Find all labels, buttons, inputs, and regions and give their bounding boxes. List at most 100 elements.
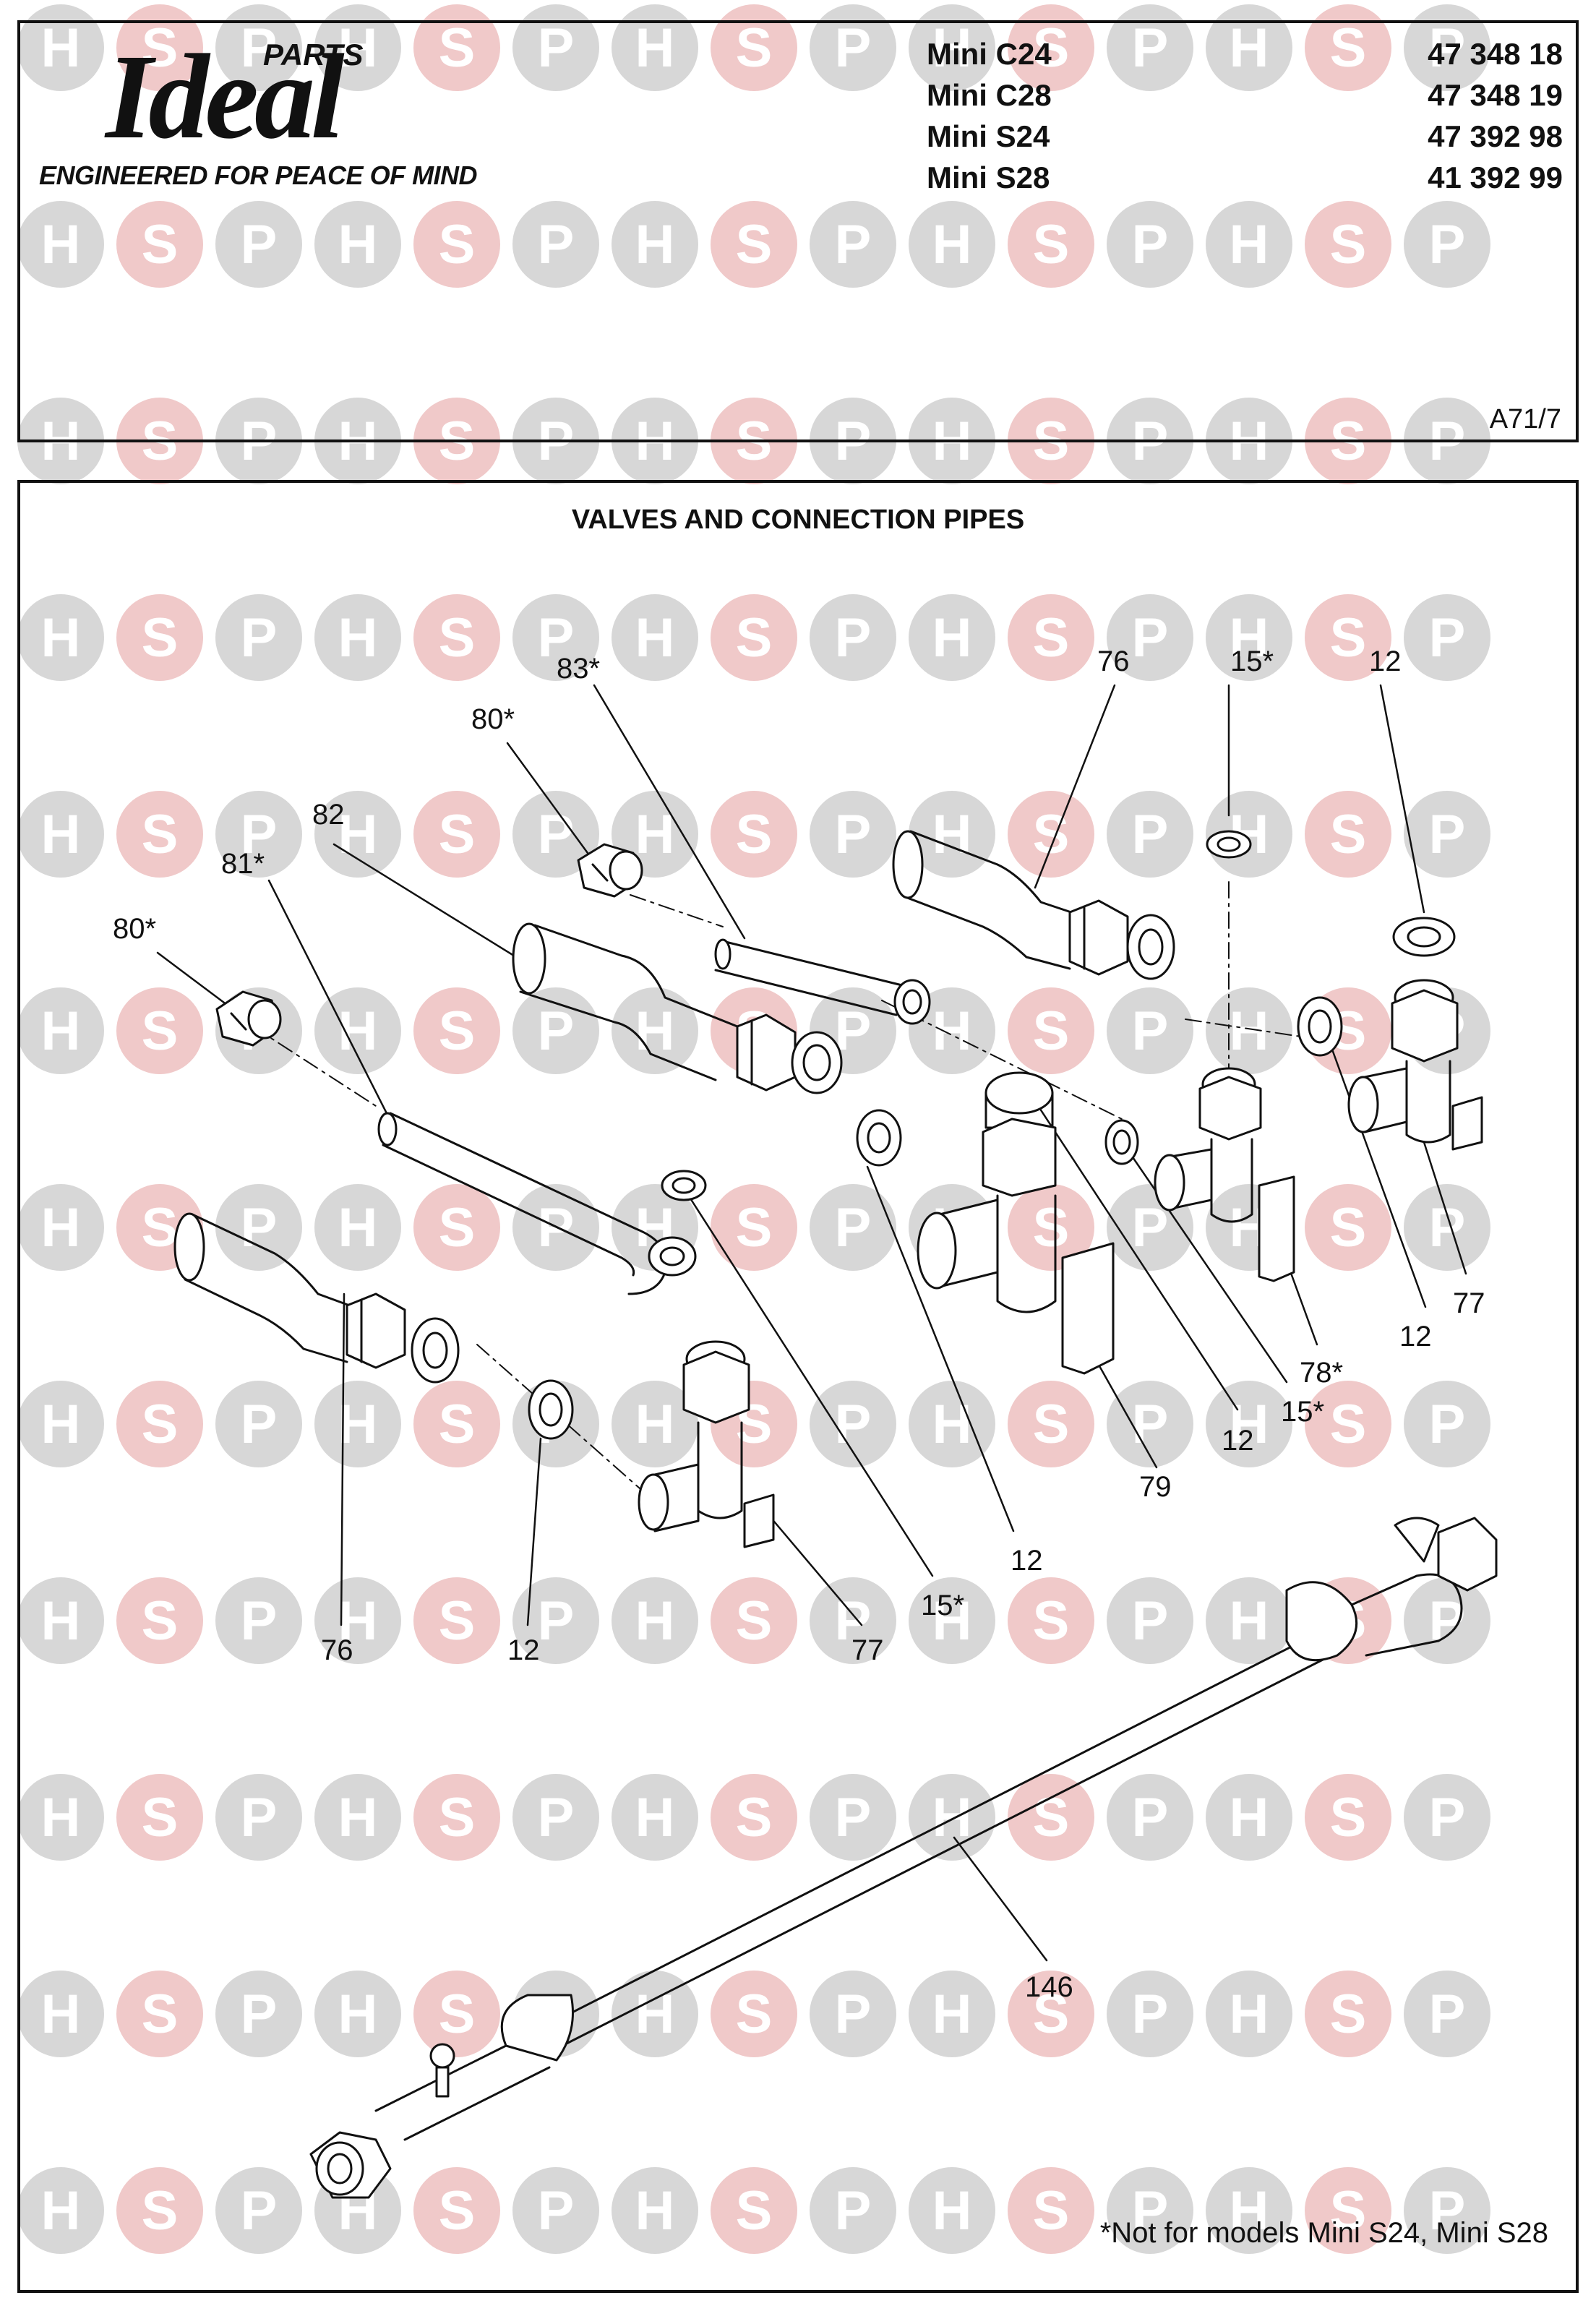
svg-text:S: S: [1330, 1394, 1367, 1455]
watermark-badge: S: [711, 2167, 797, 2254]
watermark-badge: P: [1404, 1184, 1490, 1271]
watermark-badge: H: [314, 1577, 401, 1664]
svg-text:S: S: [1033, 214, 1070, 275]
watermark-badge: P: [215, 2167, 302, 2254]
svg-text:H: H: [932, 1787, 972, 1848]
svg-text:H: H: [338, 1984, 378, 2045]
watermark-badge: S: [1305, 1184, 1391, 1271]
brand-tagline: ENGINEERED FOR PEACE OF MIND: [39, 160, 478, 190]
watermark-badge: P: [215, 791, 302, 878]
svg-text:P: P: [835, 1197, 872, 1259]
svg-text:H: H: [1230, 2180, 1269, 2242]
watermark-badge: S: [116, 1577, 203, 1664]
watermark-badge: S: [413, 594, 500, 681]
svg-text:H: H: [932, 607, 972, 669]
watermark-badge: P: [215, 1774, 302, 1861]
svg-text:H: H: [338, 214, 378, 275]
watermark-badge: H: [17, 1577, 104, 1664]
watermark-badge: S: [711, 594, 797, 681]
svg-text:P: P: [1132, 1000, 1169, 1062]
svg-text:P: P: [1132, 1394, 1169, 1455]
svg-text:H: H: [338, 17, 378, 79]
svg-text:H: H: [41, 214, 81, 275]
watermark-badge: H: [17, 1184, 104, 1271]
page-reference: A71/7: [1489, 404, 1561, 434]
header-panel: PARTS Ideal ENGINEERED FOR PEACE OF MIND…: [17, 20, 1579, 442]
watermark-badge: P: [512, 4, 599, 91]
watermark-badge: S: [1008, 1381, 1094, 1467]
watermark-badge: S: [1008, 1184, 1094, 1271]
washer-15-top: [1206, 830, 1252, 859]
svg-text:P: P: [241, 214, 278, 275]
svg-text:P: P: [241, 804, 278, 865]
watermark-badge: S: [711, 201, 797, 288]
watermark-badge: S: [711, 1577, 797, 1664]
watermark-badge: S: [711, 1774, 797, 1861]
model-code: 47 348 18: [1428, 37, 1563, 71]
hex-nut-80-upper: [577, 843, 643, 898]
watermark-badge: P: [1107, 1577, 1193, 1664]
svg-text:P: P: [1132, 1984, 1169, 2045]
callout-77-right: 77: [1453, 1287, 1485, 1319]
callout-12-mid: 12: [1222, 1425, 1254, 1457]
watermark-badge: H: [1206, 201, 1292, 288]
svg-text:S: S: [736, 214, 773, 275]
callout-15-lower: 15*: [921, 1590, 964, 1621]
svg-text:P: P: [538, 1000, 575, 1062]
svg-text:P: P: [538, 214, 575, 275]
watermark-badge: S: [1305, 1774, 1391, 1861]
watermark-badge: H: [909, 1971, 995, 2057]
watermark-badge: S: [116, 4, 203, 91]
svg-text:P: P: [1429, 1787, 1466, 1848]
watermark-badge: P: [810, 1971, 896, 2057]
svg-text:P: P: [241, 17, 278, 79]
svg-text:H: H: [635, 1590, 675, 1652]
watermark-badge: P: [810, 791, 896, 878]
watermark-badge: S: [1305, 791, 1391, 878]
watermark-badge: S: [413, 2167, 500, 2254]
watermark-badge: P: [512, 201, 599, 288]
hose-146: [309, 1517, 1498, 2199]
watermark-badge: H: [1206, 987, 1292, 1074]
svg-text:P: P: [1429, 607, 1466, 669]
watermark-badge: P: [1107, 987, 1193, 1074]
svg-text:S: S: [439, 1787, 476, 1848]
svg-text:H: H: [932, 17, 972, 79]
watermark-badge: P: [810, 2167, 896, 2254]
watermark-badge: S: [413, 1577, 500, 1664]
callout-80-lower: 80*: [113, 913, 156, 945]
svg-text:P: P: [241, 1787, 278, 1848]
svg-text:S: S: [1033, 1197, 1070, 1259]
svg-text:H: H: [635, 17, 675, 79]
svg-text:H: H: [338, 607, 378, 669]
svg-text:H: H: [635, 1000, 675, 1062]
watermark-badge: S: [711, 791, 797, 878]
diagram-footnote: *Not for models Mini S24, Mini S28: [1099, 2217, 1548, 2249]
svg-text:S: S: [439, 804, 476, 865]
watermark-badge: S: [116, 1971, 203, 2057]
watermark-badge: H: [612, 1381, 698, 1467]
svg-text:S: S: [439, 1984, 476, 2045]
svg-text:P: P: [1132, 804, 1169, 865]
watermark-badge: S: [116, 2167, 203, 2254]
valve-78: [1154, 1067, 1295, 1282]
svg-text:P: P: [538, 17, 575, 79]
watermark-badge: H: [909, 1381, 995, 1467]
svg-text:P: P: [1429, 1197, 1466, 1259]
callout-15-mid: 15*: [1281, 1396, 1324, 1428]
watermark-badge: P: [1107, 201, 1193, 288]
svg-text:S: S: [736, 804, 773, 865]
svg-text:H: H: [41, 804, 81, 865]
watermark-badge: P: [1404, 1774, 1490, 1861]
watermark-badge: P: [512, 791, 599, 878]
logo-parts-label: PARTS: [263, 38, 364, 72]
watermark-badge: S: [1305, 594, 1391, 681]
svg-text:H: H: [1230, 1590, 1269, 1652]
watermark-badge: H: [17, 1971, 104, 2057]
svg-text:P: P: [835, 607, 872, 669]
watermark-badge: S: [1305, 1971, 1391, 2057]
svg-text:S: S: [736, 1197, 773, 1259]
svg-text:P: P: [1429, 804, 1466, 865]
svg-text:H: H: [635, 1394, 675, 1455]
